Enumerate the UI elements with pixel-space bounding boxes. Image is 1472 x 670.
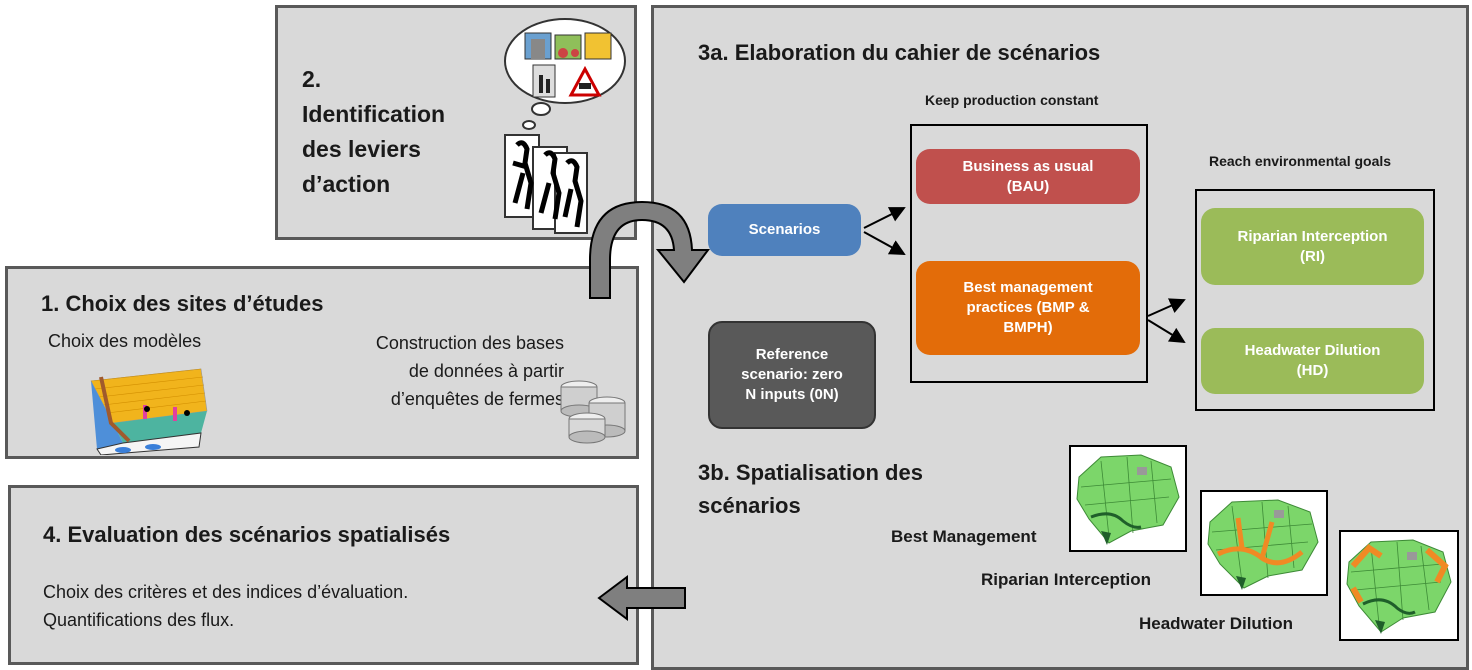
- bmp-line-1: Best management: [963, 279, 1093, 296]
- reference-line-2: scenario: zero: [741, 366, 843, 383]
- map-best-management: [1069, 445, 1187, 552]
- databases-line-2: de données à partir: [408, 361, 564, 381]
- panel2-line-1: Identification: [302, 101, 446, 127]
- thinking-people-illustration: [504, 18, 626, 234]
- panel2-line-3: d’action: [302, 171, 391, 197]
- bmp-line-3: BMPH): [1003, 319, 1053, 336]
- panel3b-title-1: 3b. Spatialisation des: [698, 460, 923, 485]
- panel-study-sites: 1. Choix des sites d’études Choix des mo…: [5, 266, 639, 459]
- model-terrain-icon: [90, 368, 208, 455]
- keep-constant-frame: [910, 124, 1148, 383]
- arrow-to-bau: [863, 207, 906, 229]
- connector-arrows: [863, 207, 1186, 344]
- panel2-line-2: des leviers: [302, 136, 421, 162]
- left-arrow-icon: [597, 575, 686, 621]
- bau-line-1: Business as usual: [962, 157, 1094, 175]
- databases-line-3: d’enquêtes de fermes: [390, 389, 564, 409]
- reach-goals-frame: [1195, 189, 1435, 411]
- ri-line-2: (RI): [1300, 247, 1325, 265]
- scenarios-label: Scenarios: [748, 221, 821, 238]
- hd-line-2: (HD): [1296, 362, 1329, 379]
- bau-box: Business as usual (BAU): [916, 149, 1140, 204]
- reference-box: Reference scenario: zero N inputs (0N): [708, 321, 876, 429]
- ri-line-1: Riparian Interception: [1237, 227, 1388, 245]
- ri-box: Riparian Interception (RI): [1201, 208, 1424, 285]
- arrow-to-ri: [1147, 298, 1186, 317]
- map-label-best-management: Best Management: [891, 527, 1037, 546]
- panel-identification: 2. Identification des leviers d’action: [275, 5, 637, 240]
- map-riparian-interception: [1200, 490, 1328, 596]
- hd-line-1: Headwater Dilution: [1244, 342, 1381, 359]
- panel2-number: 2.: [302, 66, 322, 92]
- reference-line-3: N inputs (0N): [745, 386, 839, 403]
- panel3a-title: 3a. Elaboration du cahier de scénarios: [698, 40, 1101, 65]
- arrow-to-bmp: [863, 231, 906, 255]
- panel4-line-1: Choix des critères et des indices d’éval…: [43, 582, 409, 602]
- panel3b-title-2: scénarios: [698, 493, 801, 518]
- reference-line-1: Reference: [755, 346, 829, 363]
- map-label-headwater: Headwater Dilution: [1139, 614, 1293, 633]
- bmp-box: Best management practices (BMP & BMPH): [916, 261, 1140, 355]
- panel4-title: 4. Evaluation des scénarios spatialisés: [43, 522, 451, 547]
- arrow-to-hd: [1147, 319, 1186, 344]
- panel1-title: 1. Choix des sites d’études: [41, 291, 324, 316]
- curved-arrow-icon: [589, 200, 710, 299]
- map-headwater-dilution: [1339, 530, 1459, 641]
- panel4-line-2: Quantifications des flux.: [43, 610, 235, 630]
- reach-goals-label: Reach environmental goals: [1209, 153, 1392, 169]
- bmp-line-2: practices (BMP &: [966, 299, 1090, 316]
- panel-scenarios: 3a. Elaboration du cahier de scénarios K…: [651, 5, 1469, 670]
- bau-line-2: (BAU): [1006, 177, 1050, 195]
- hd-box: Headwater Dilution (HD): [1201, 328, 1424, 394]
- databases-line-1: Construction des bases: [375, 333, 564, 353]
- map-label-riparian: Riparian Interception: [981, 570, 1152, 589]
- models-label: Choix des modèles: [48, 331, 202, 351]
- database-icon: [560, 380, 626, 444]
- panel-evaluation: 4. Evaluation des scénarios spatialisés …: [8, 485, 639, 665]
- scenarios-box: Scenarios: [708, 204, 861, 256]
- keep-production-label: Keep production constant: [925, 92, 1099, 108]
